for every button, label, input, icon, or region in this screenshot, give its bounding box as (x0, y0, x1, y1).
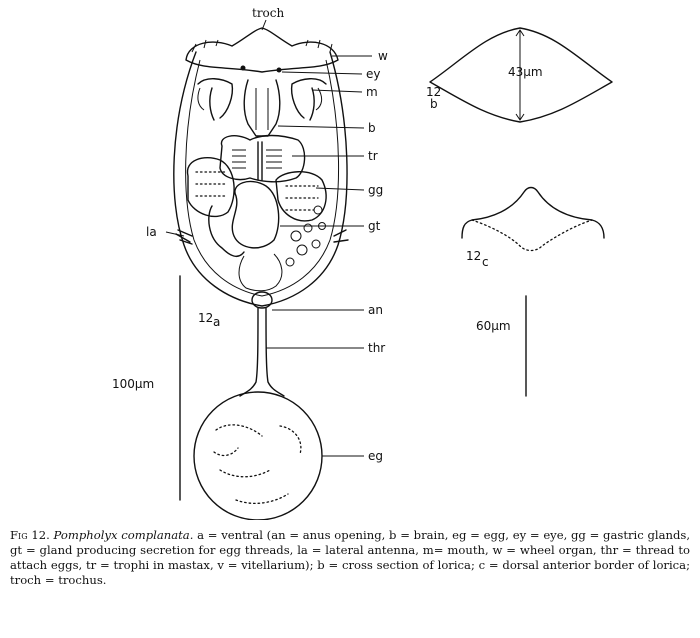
panel-b-drawing (429, 27, 613, 123)
panel-c-drawing (461, 186, 605, 397)
figure-caption: Fig 12. Pompholyx complanata. a = ventra… (10, 528, 690, 588)
panel-c-letter: c (482, 255, 489, 269)
rotifer-figure: troch w ey m b tr gg gt la an thr eg 12 … (112, 6, 613, 520)
panel-a-letter: a (213, 315, 220, 329)
panel-b-letter: b (430, 97, 438, 111)
label-eg: eg (368, 449, 383, 463)
eye-right (276, 67, 282, 73)
panel-a-drawing (173, 27, 349, 520)
panel-a-scale: 100µm (112, 377, 154, 391)
label-an: an (368, 303, 383, 317)
caption-species: Pompholyx complanata. (53, 528, 194, 542)
panel-a-leaders (165, 19, 372, 457)
panel-a-number: 12 (198, 311, 213, 325)
label-w: w (378, 49, 388, 63)
label-thr: thr (368, 341, 385, 355)
caption-text: a = ventral (an = anus opening, b = brai… (10, 528, 691, 587)
caption-fig-number: Fig 12. (10, 528, 50, 542)
label-m: m (366, 85, 378, 99)
panel-b-measure: 43µm (508, 65, 543, 79)
panel-c-scale: 60µm (476, 319, 511, 333)
panel-b-number: 12 (426, 85, 441, 99)
label-la: la (146, 225, 157, 239)
panel-c-number: 12 (466, 249, 481, 263)
eye-left (240, 65, 246, 71)
label-gt: gt (368, 219, 381, 233)
label-ey: ey (366, 67, 380, 81)
label-troch: troch (252, 6, 285, 20)
label-b: b (368, 121, 376, 135)
label-gg: gg (368, 183, 383, 197)
label-tr: tr (368, 149, 378, 163)
